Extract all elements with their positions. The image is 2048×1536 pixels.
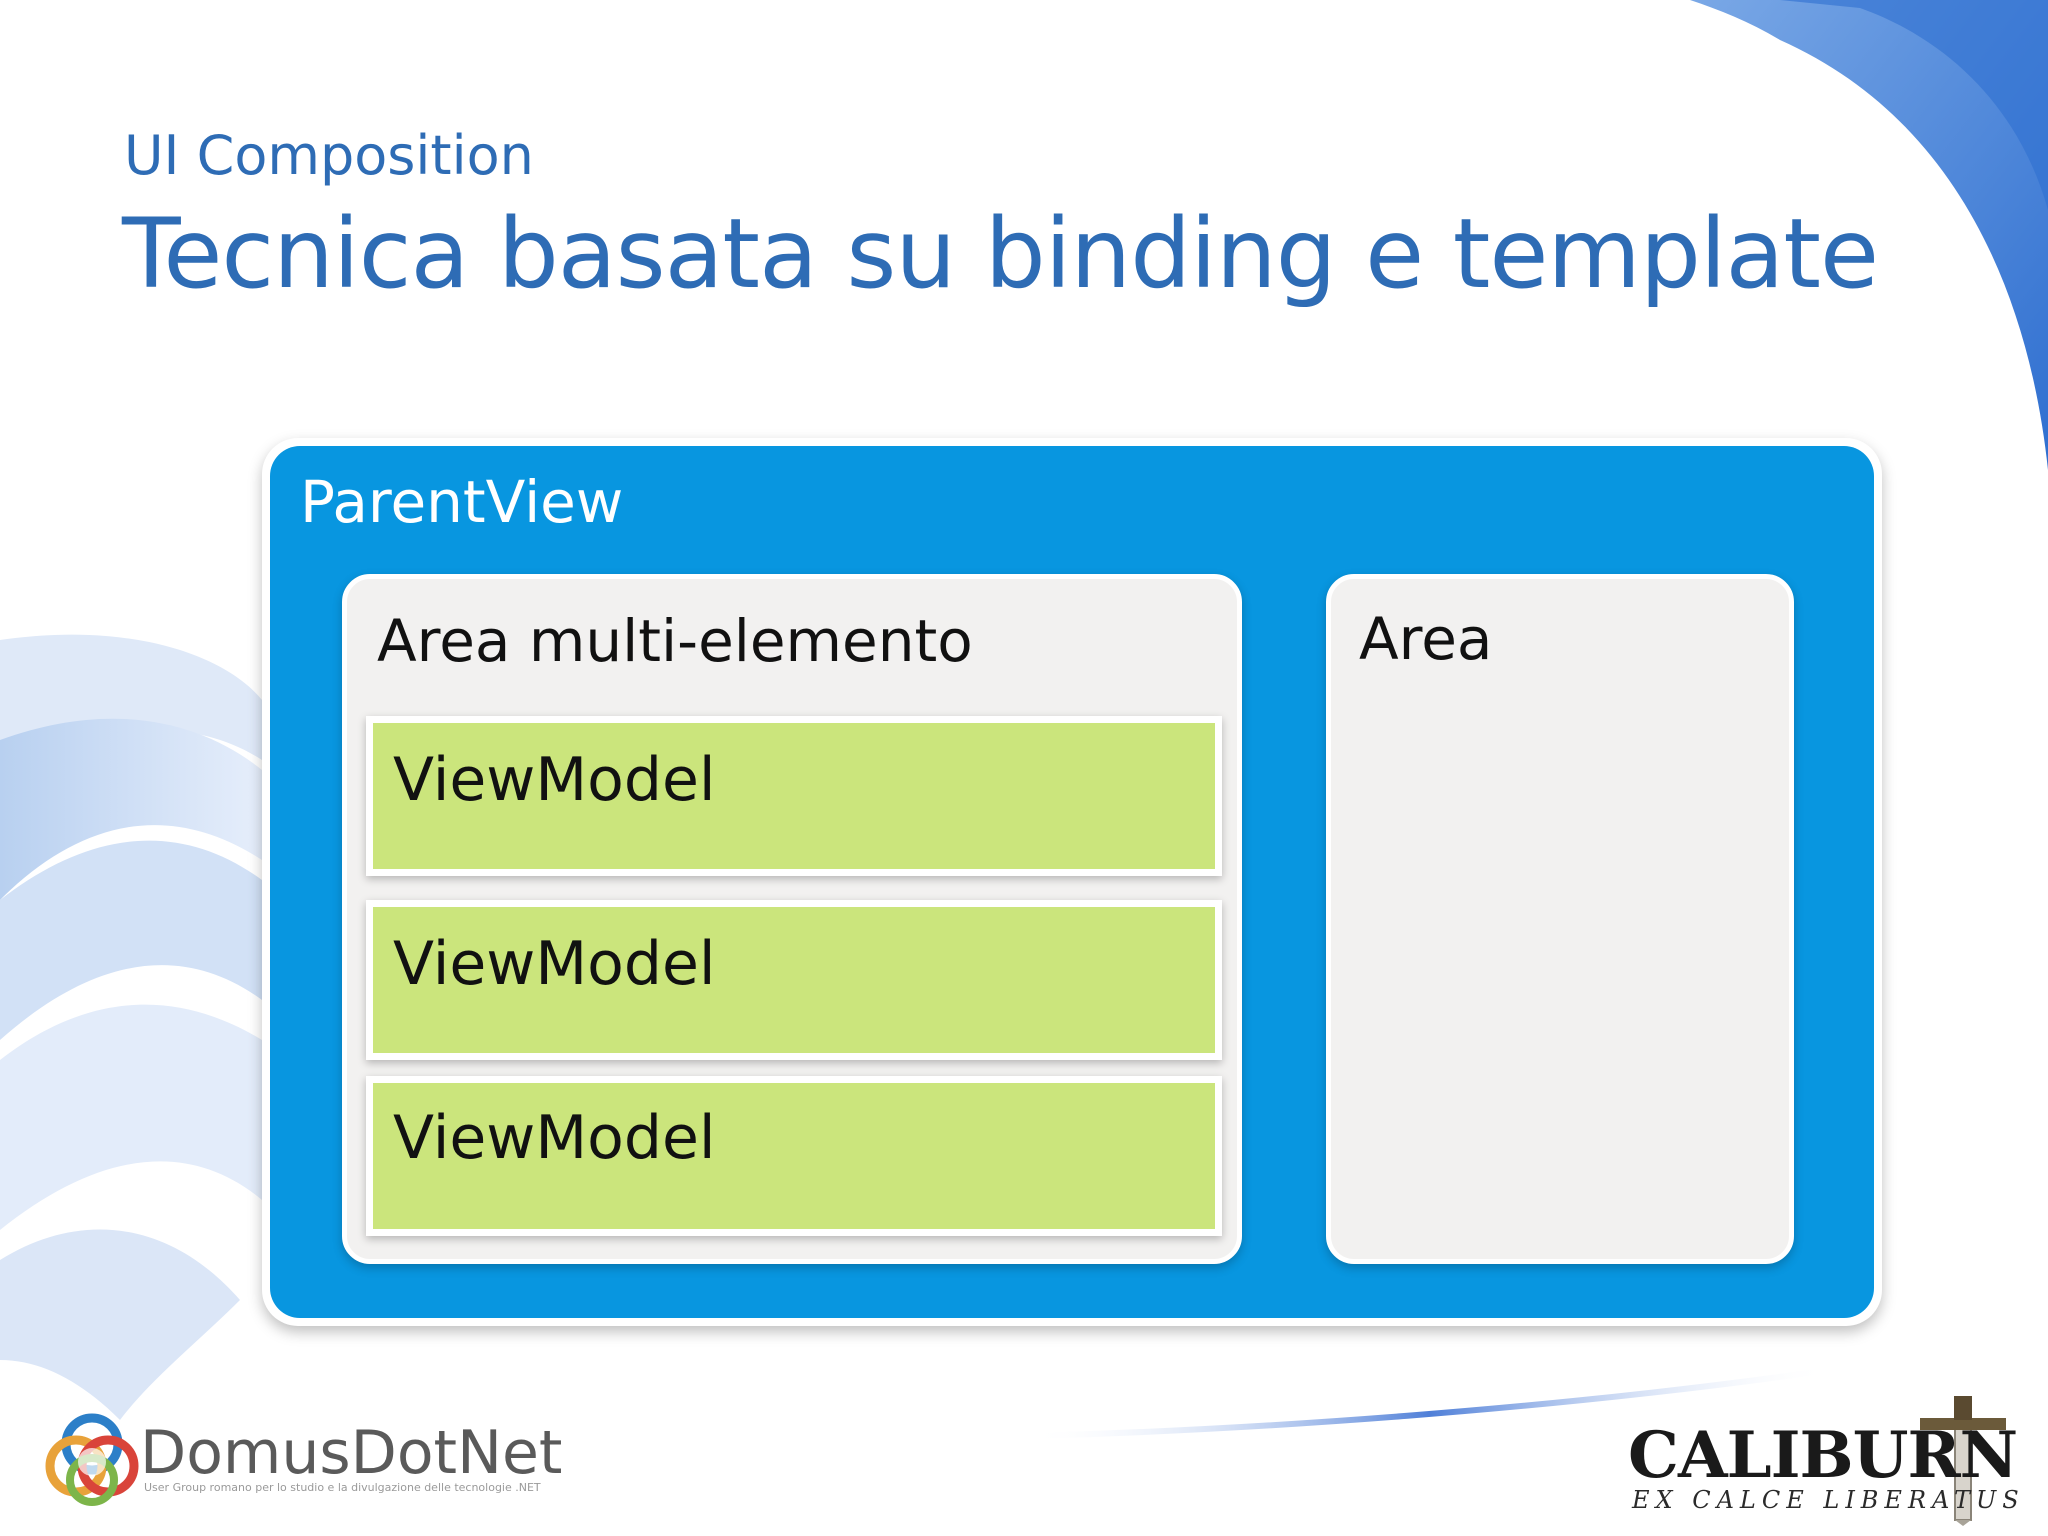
single-area: Area — [1326, 574, 1794, 1264]
sword-icon — [1920, 1396, 2006, 1526]
domusdotnet-logo-icon — [45, 1413, 139, 1506]
viewmodel-box: ViewModel — [366, 1076, 1222, 1236]
viewmodel-label: ViewModel — [393, 929, 716, 999]
slide-subtitle: UI Composition — [124, 124, 534, 187]
domusdotnet-name: DomusDotNet — [140, 1418, 563, 1488]
parent-view-label: ParentView — [300, 468, 624, 536]
domusdotnet-tagline: User Group romano per lo studio e la div… — [144, 1481, 541, 1494]
single-area-label: Area — [1359, 605, 1493, 673]
caliburn-name: CALIBURN — [1628, 1418, 2018, 1493]
viewmodel-label: ViewModel — [393, 745, 716, 815]
viewmodel-box: ViewModel — [366, 900, 1222, 1060]
caliburn-motto: EX CALCE LIBERATUS — [1632, 1486, 2025, 1514]
slide-title: Tecnica basata su binding e template — [122, 198, 1879, 310]
viewmodel-label: ViewModel — [393, 1103, 716, 1173]
multi-element-area-label: Area multi-elemento — [377, 607, 973, 675]
viewmodel-box: ViewModel — [366, 716, 1222, 876]
